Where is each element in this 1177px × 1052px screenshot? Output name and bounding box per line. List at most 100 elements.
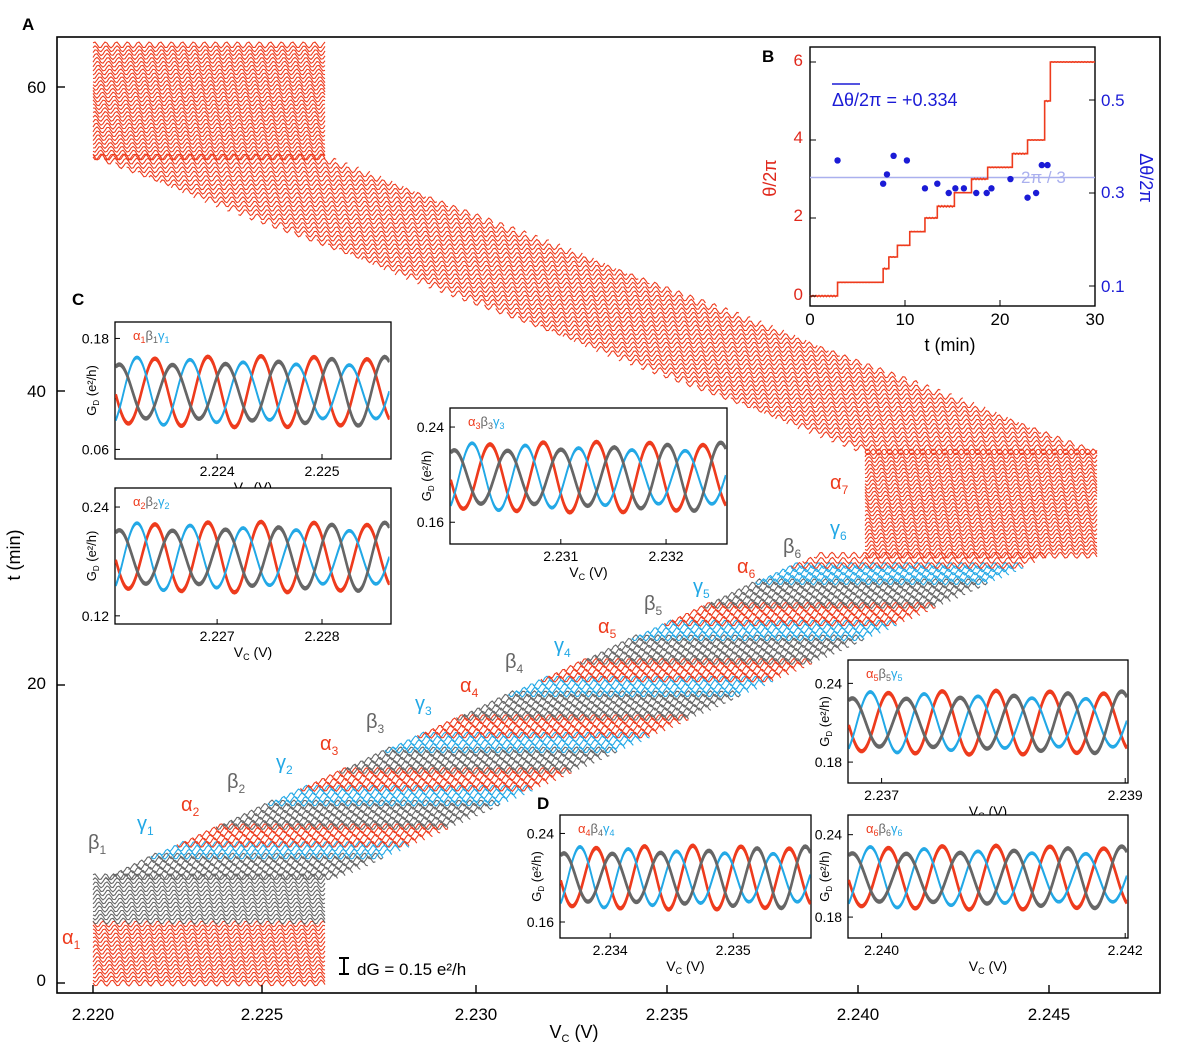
inset-y-tick-label: 0.18 [815,754,842,770]
delta-theta-point [934,181,940,187]
y-tick-label: 0 [37,971,46,990]
trace-alpha7-top [93,42,325,48]
trace-band [741,586,973,592]
label-beta: β4 [505,651,524,676]
inset-x-tick-label: 2.232 [649,548,684,564]
delta-theta-point [904,157,910,163]
panel-d-letter: D [537,794,549,813]
panel-b-ylabel-right: Δθ/2π [1136,153,1156,202]
inset-xlabel: VC (V) [969,958,1007,976]
panel-b-xlabel: t (min) [925,335,976,355]
inset-x-tick-label: 2.234 [593,942,628,958]
trace-band [494,698,726,704]
inset-y-tick-label: 0.24 [527,825,554,841]
trace-beta1 [93,898,325,904]
trace-alpha7 [865,464,1097,470]
delta-theta-point [961,185,967,191]
inset-y-tick-label: 0.18 [82,330,109,346]
b-x-tick-label: 20 [991,310,1010,329]
trace-alpha7 [865,533,1097,539]
inset-x-tick-label: 2.231 [543,548,578,564]
label-gamma: γ6 [830,518,847,543]
inset-legend: α4β4γ4 [578,821,615,838]
label-alpha: α2 [181,794,200,819]
delta-theta-point [946,190,952,196]
inset-y-tick-label: 0.06 [82,441,109,457]
label-gamma: γ1 [137,813,154,838]
inset-ylabel: GD (e²/h) [84,365,101,416]
label-beta: β1 [88,832,107,857]
delta-theta-point [973,190,979,196]
panel-a-ylabel: t (min) [4,530,24,581]
inset-x-tick-label: 2.225 [304,463,339,479]
theta-noise [937,206,954,208]
b-left-tick-label: 6 [794,51,803,70]
delta-theta-point [834,157,840,163]
label-alpha: α5 [598,616,617,641]
inset-ylabel: GD (e²/h) [529,851,546,902]
y-tick-label: 60 [27,78,46,97]
mean-label: Δθ/2π = +0.334 [832,90,958,110]
panel-c-letter: C [72,290,84,309]
label-alpha: α7 [830,472,849,497]
x-tick-label: 2.240 [837,1005,880,1024]
delta-theta-point [952,185,958,191]
theta-noise [883,268,888,269]
x-tick-label: 2.235 [646,1005,689,1024]
panel-b-ylabel-left: θ/2π [760,159,780,196]
inset-x-tick-label: 2.239 [1108,787,1143,803]
inset-legend: α5β5γ5 [866,666,903,683]
x-tick-label: 2.220 [72,1005,115,1024]
ref-label: 2π / 3 [1021,168,1066,187]
label-gamma: γ2 [276,752,293,777]
theta-noise [838,282,883,283]
b-x-tick-label: 10 [896,310,915,329]
label-beta: β6 [783,536,802,561]
delta-theta-point [890,153,896,159]
theta-noise [1028,140,1045,141]
inset-y-tick-label: 0.24 [82,499,109,515]
trace-alpha1 [93,980,325,986]
delta-theta-point [988,185,994,191]
inset-y-tick-label: 0.24 [417,419,444,435]
inset-legend: α6β6γ6 [866,821,903,838]
b-left-tick-label: 4 [794,128,803,147]
x-tick-label: 2.225 [241,1005,284,1024]
inset-ylabel: GD (e²/h) [84,531,101,582]
delta-theta-point [922,185,928,191]
trace-band [246,810,478,816]
inset-ylabel: GD (e²/h) [817,851,834,902]
label-beta: β2 [227,771,246,796]
theta-noise [1045,100,1050,101]
label-beta: β3 [366,711,385,736]
inset-x-tick-label: 2.237 [864,787,899,803]
y-tick-label: 20 [27,674,46,693]
trace-band [253,807,485,813]
trace-alpha7-top [93,135,325,141]
theta-noise [889,257,897,258]
label-beta: β5 [644,593,663,618]
trace-alpha7-top [93,112,325,118]
trace-alpha7 [865,510,1097,516]
b-left-tick-label: 0 [794,285,803,304]
y-tick-label: 40 [27,382,46,401]
delta-theta-point [1024,194,1030,200]
inset-legend: α3β3γ3 [468,414,505,431]
inset-y-tick-label: 0.16 [527,914,554,930]
trace-band [610,645,842,651]
b-right-tick-label: 0.5 [1101,91,1125,110]
delta-theta-point [984,190,990,196]
b-x-tick-label: 0 [805,310,814,329]
trace-alpha7-top [93,108,325,114]
trace-band [486,701,718,707]
b-right-tick-label: 0.3 [1101,183,1125,202]
inset-xlabel: VC (V) [569,564,607,582]
inset-x-tick-label: 2.227 [200,628,235,644]
theta-noise [1050,62,1094,63]
